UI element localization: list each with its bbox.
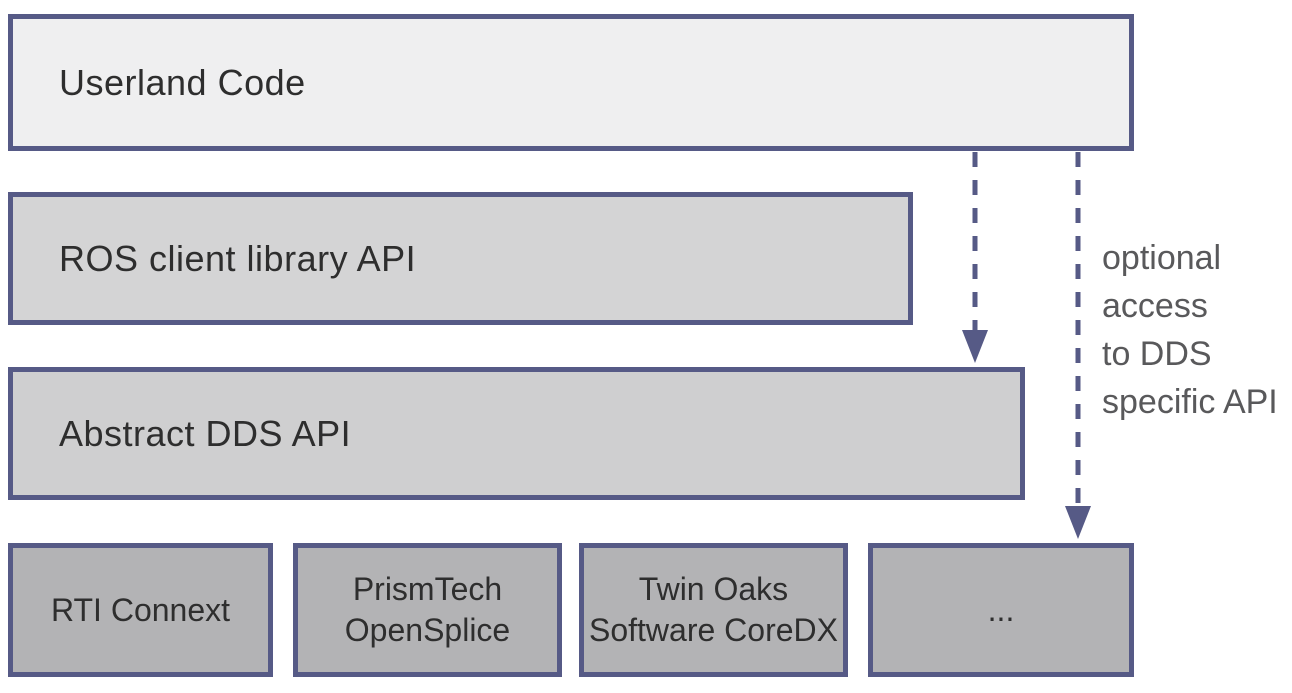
box-abstract-dds-api: Abstract DDS API (8, 367, 1025, 500)
arrow-head-icon (1065, 506, 1091, 539)
vendor-label-line: PrismTech (352, 571, 503, 607)
other-dds-label: ... (988, 590, 1015, 631)
box-ros-client-library-api: ROS client library API (8, 192, 913, 325)
prismtech-opensplice-label: PrismTech OpenSplice (345, 569, 510, 651)
annotation-line: access (1102, 287, 1208, 325)
vendor-label-line: Software CoreDX (589, 612, 838, 648)
annotation-optional-dds-access: optional access to DDS specific API (1102, 234, 1278, 426)
annotation-line: specific API (1102, 383, 1278, 421)
vendor-label-line: OpenSplice (344, 612, 511, 648)
ros-client-library-api-label: ROS client library API (59, 237, 417, 279)
annotation-line: to DDS (1102, 335, 1212, 373)
arrow-head-icon (962, 330, 988, 363)
box-rti-connext: RTI Connext (8, 543, 273, 677)
box-userland-code: Userland Code (8, 14, 1134, 151)
annotation-line: optional (1102, 239, 1222, 277)
abstract-dds-api-label: Abstract DDS API (59, 412, 352, 454)
dashed-arrow-userland-to-abstract-dds (962, 152, 988, 363)
vendor-label-line: Twin Oaks (638, 571, 789, 607)
rti-connext-label: RTI Connext (51, 590, 230, 631)
box-prismtech-opensplice: PrismTech OpenSplice (293, 543, 562, 677)
vendor-label-line: RTI Connext (50, 591, 231, 628)
box-twin-oaks-software-coredx: Twin Oaks Software CoreDX (579, 543, 848, 677)
userland-code-label: Userland Code (59, 61, 306, 103)
box-other-dds-implementations: ... (868, 543, 1134, 677)
twin-oaks-coredx-label: Twin Oaks Software CoreDX (589, 569, 838, 651)
dashed-arrow-userland-to-dds-vendor (1065, 152, 1091, 539)
vendor-label-line: ... (987, 591, 1015, 628)
